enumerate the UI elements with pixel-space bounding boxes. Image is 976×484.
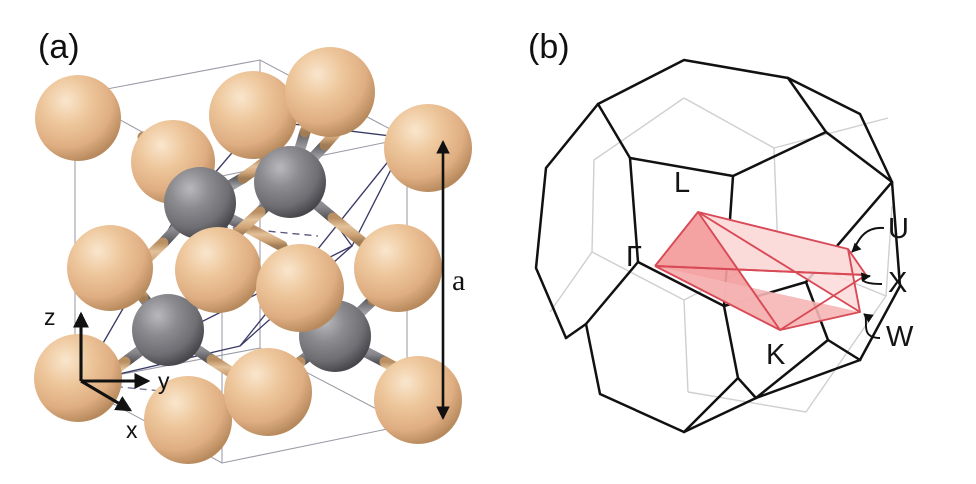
bz-point-label-L: L <box>674 167 690 199</box>
y-axis-label: y <box>158 368 170 394</box>
atom-light <box>285 47 375 137</box>
bz-leader-lines <box>851 227 885 339</box>
bz-point-label-W: W <box>886 321 914 353</box>
atom-light <box>175 227 261 313</box>
atoms-middle-layer <box>67 224 442 332</box>
bz-point-label-gamma: Γ <box>626 241 642 273</box>
atom-light <box>35 75 121 161</box>
bz-point-label-K: K <box>766 339 786 371</box>
atom-light <box>224 348 312 436</box>
atom-light <box>67 225 153 311</box>
atom-dark <box>164 167 236 239</box>
lattice-constant-label: a <box>452 264 465 297</box>
panel-b-brillouin-zone: (b) <box>488 0 976 484</box>
atom-light <box>374 356 462 444</box>
z-axis-label: z <box>44 304 56 330</box>
atom-dark <box>254 146 326 218</box>
atom-light <box>209 71 297 159</box>
atom-dark <box>132 294 204 366</box>
atom-light <box>144 376 232 464</box>
x-axis-label: x <box>126 417 138 443</box>
bz-point-label-X: X <box>888 267 907 299</box>
atom-light <box>34 334 122 422</box>
atom-light <box>384 104 472 192</box>
atom-light <box>256 244 344 332</box>
atoms-front-layer <box>34 334 462 464</box>
panel-a-label: (a) <box>38 28 80 66</box>
x-axis-arrow <box>80 379 133 412</box>
irreducible-wedge <box>654 211 867 331</box>
leader-X <box>860 272 883 285</box>
panel-a-crystal-structure: (a) <box>34 28 472 464</box>
bz-outline <box>534 58 902 434</box>
leader-U <box>851 227 885 253</box>
crystal-structure-svg: z y x a <box>34 47 472 464</box>
atoms-back-layer <box>35 47 472 204</box>
atom-light <box>354 224 442 312</box>
coordinate-axes <box>72 311 151 412</box>
bz-point-label-U: U <box>888 213 909 245</box>
panel-b-label: (b) <box>528 28 570 66</box>
brillouin-zone-svg: L Γ K U X W <box>534 58 914 434</box>
leader-W <box>863 313 881 339</box>
